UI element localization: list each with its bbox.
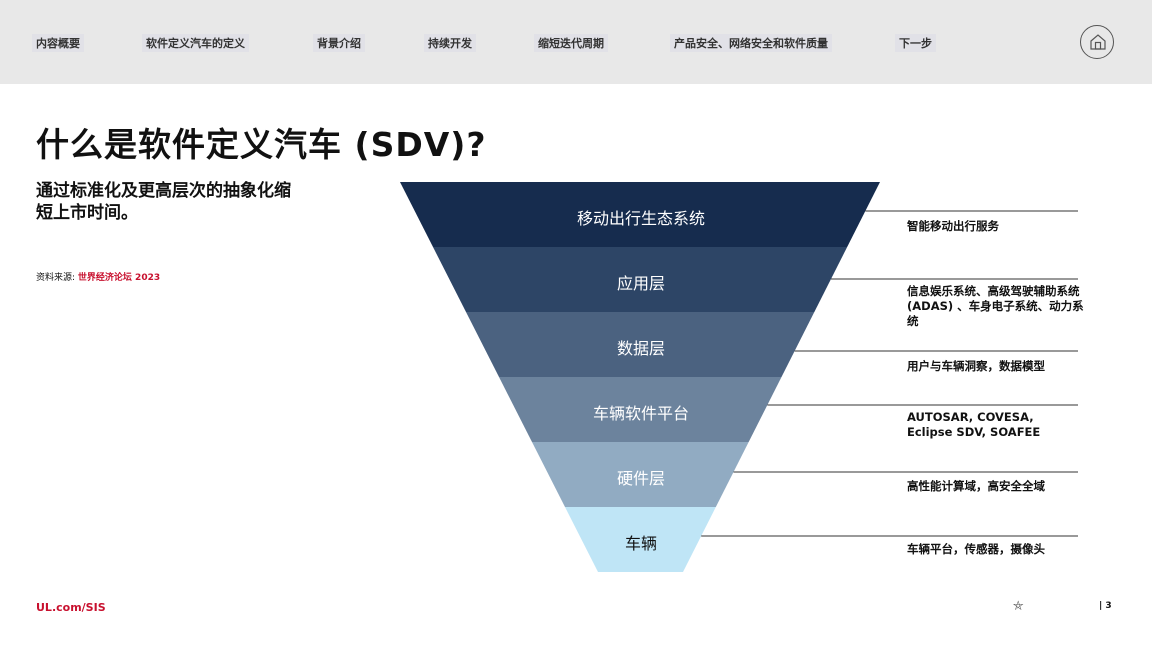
nav-item-sdv-definition[interactable]: 软件定义汽车的定义 — [142, 34, 249, 52]
page-number: | 3 — [1099, 601, 1112, 611]
source-name: 世界经济论坛 2023 — [77, 273, 161, 283]
funnel-layer-6 — [565, 507, 716, 572]
footer-link[interactable]: UL.com/SIS — [36, 601, 106, 614]
funnel-layer-label: 应用层 — [616, 273, 665, 293]
top-navigation: 内容概要 软件定义汽车的定义 背景介绍 持续开发 缩短迭代周期 产品安全、网络安… — [0, 0, 1152, 84]
home-button[interactable] — [1080, 25, 1114, 59]
layer-note: 高性能计算域，高安全全域 — [907, 479, 1045, 493]
funnel-layer-label: 车辆 — [624, 533, 657, 553]
funnel-layer-5 — [532, 442, 749, 507]
funnel-layer-3 — [466, 312, 815, 377]
nav-item-overview[interactable]: 内容概要 — [32, 34, 84, 52]
funnel-layer-1 — [400, 182, 880, 247]
source-note: 资料来源: 世界经济论坛 2023 — [36, 270, 160, 283]
funnel-layer-label: 数据层 — [616, 338, 665, 358]
funnel-layer-label: 硬件层 — [616, 468, 665, 488]
nav-item-next-steps[interactable]: 下一步 — [895, 34, 936, 52]
page-title: 什么是软件定义汽车 (SDV)? — [36, 125, 487, 164]
layer-note: 车辆平台，传感器，摄像头 — [907, 542, 1045, 556]
nav-item-continuous-development[interactable]: 持续开发 — [424, 34, 476, 52]
layer-note: 用户与车辆洞察，数据模型 — [907, 359, 1045, 373]
page-subtitle: 通过标准化及更高层次的抽象化缩短上市时间。 — [36, 181, 291, 223]
source-label: 资料来源: — [36, 273, 76, 283]
layer-note: 信息娱乐系统、高级驾驶辅助系统 (ADAS) 、车身电子系统、动力系统 — [907, 284, 1084, 328]
nav-item-background[interactable]: 背景介绍 — [313, 34, 365, 52]
funnel-layer-4 — [499, 377, 782, 442]
nav-item-shorter-iteration[interactable]: 缩短迭代周期 — [534, 34, 608, 52]
nav-item-safety-security-quality[interactable]: 产品安全、网络安全和软件质量 — [670, 34, 832, 52]
home-icon — [1090, 34, 1106, 50]
layer-note: 智能移动出行服务 — [907, 219, 999, 233]
layer-note: AUTOSAR, COVESA, Eclipse SDV, SOAFEE — [907, 410, 1041, 439]
funnel-layer-label: 移动出行生态系统 — [576, 208, 705, 228]
funnel-layer-label: 车辆软件平台 — [592, 403, 689, 423]
pin-icon: ⛤ — [1013, 599, 1024, 614]
funnel-layer-2 — [433, 247, 848, 312]
